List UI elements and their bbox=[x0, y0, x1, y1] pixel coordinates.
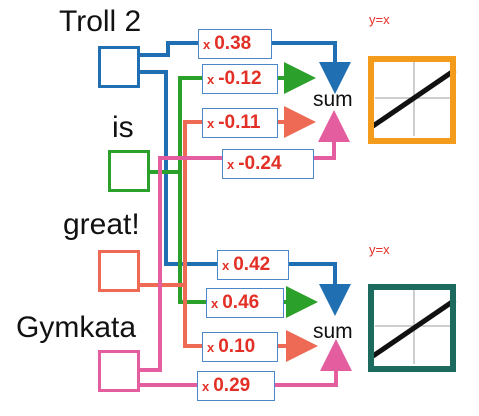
input-box-is bbox=[108, 150, 150, 192]
activation-label-top: y=x bbox=[369, 12, 390, 27]
activation-box-top bbox=[368, 56, 456, 144]
sum-label-top: sum bbox=[313, 88, 353, 111]
input-box-great bbox=[98, 250, 140, 292]
weight-is-top: x-0.12 bbox=[202, 64, 278, 94]
is-to-weight2 bbox=[150, 76, 202, 174]
word-troll2: Troll 2 bbox=[59, 5, 142, 38]
troll2-connections bbox=[140, 41, 351, 316]
weight5-to-sum-bottom bbox=[289, 262, 351, 316]
great-to-weight7 bbox=[183, 285, 202, 348]
gymkata-to-weight4 bbox=[140, 156, 222, 372]
activation-label-bottom: y=x bbox=[369, 242, 390, 257]
input-box-troll2 bbox=[98, 46, 140, 88]
troll2-to-weight1 bbox=[140, 41, 198, 57]
weight-gymkata-top: x-0.24 bbox=[222, 149, 314, 179]
great-to-weight3 bbox=[140, 120, 202, 287]
word-great: great! bbox=[63, 208, 140, 241]
weight1-to-sum-top bbox=[272, 41, 351, 94]
activation-plot-top bbox=[371, 60, 457, 136]
activation-plot-bottom bbox=[371, 288, 457, 364]
weight8-to-sum-bottom bbox=[275, 339, 352, 387]
gymkata-connections bbox=[140, 110, 352, 387]
word-gymkata: Gymkata bbox=[16, 311, 137, 344]
word-is: is bbox=[112, 111, 134, 144]
sum-label-bottom: sum bbox=[313, 320, 353, 343]
weight-great-top: x-0.11 bbox=[202, 108, 278, 138]
is-connections bbox=[150, 62, 318, 318]
activation-box-bottom bbox=[368, 284, 456, 372]
is-to-weight6 bbox=[178, 172, 206, 304]
weight4-to-sum-top bbox=[314, 110, 350, 160]
troll2-to-weight5 bbox=[140, 70, 217, 266]
input-box-gymkata bbox=[98, 350, 140, 392]
great-connections bbox=[140, 106, 318, 362]
